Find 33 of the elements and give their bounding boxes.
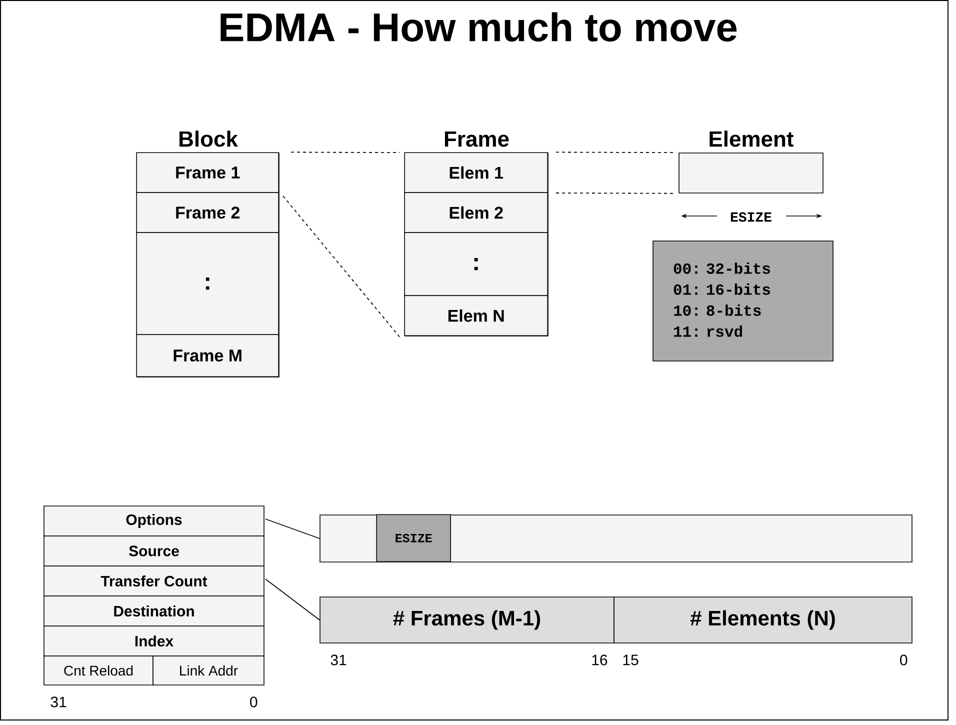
dimension-label: ESIZE	[730, 212, 772, 222]
register-cell: Cnt Reload	[44, 656, 154, 686]
element-cell: Elem 1	[404, 152, 548, 193]
bit-number: 15	[623, 654, 638, 666]
connector-line	[282, 196, 402, 340]
connector-line	[264, 578, 320, 620]
connector-line	[556, 192, 674, 194]
element-cell: Elem 2	[404, 192, 548, 233]
frame-cell: Frame 2	[136, 192, 279, 233]
connector-line	[264, 518, 320, 539]
register-row: Source	[44, 536, 264, 566]
field-cell: ESIZE	[376, 514, 451, 562]
bit-number: 31	[50, 696, 66, 708]
connector-line	[290, 152, 400, 154]
element-box: Element	[678, 130, 824, 194]
register-row: Transfer Count	[44, 566, 264, 596]
register-cell: Link Addr	[152, 656, 264, 686]
node-label: Frame	[444, 131, 509, 147]
diagram-title: EDMA - How much to move	[220, 12, 737, 42]
connector-line	[556, 152, 674, 154]
frame-cell: Frame M	[136, 334, 279, 377]
node-label: Block	[180, 130, 238, 147]
element-cell: Elem N	[404, 295, 548, 336]
register-row: Destination	[44, 596, 264, 626]
field-cell: # Elements (N)	[614, 596, 912, 644]
bit-number: 16	[592, 654, 608, 666]
node-label: Element	[710, 130, 794, 147]
bit-number: 0	[250, 696, 258, 708]
esize-table: 00: 32-bits 01: 16-bits 10: 8-bits 11: rsvd	[652, 240, 834, 362]
frame-cell: Frame 1	[136, 152, 279, 193]
field-cell: # Frames (M-1)	[320, 596, 614, 644]
register-row: Options	[44, 506, 264, 536]
ellipsis-cell: :	[404, 232, 548, 296]
